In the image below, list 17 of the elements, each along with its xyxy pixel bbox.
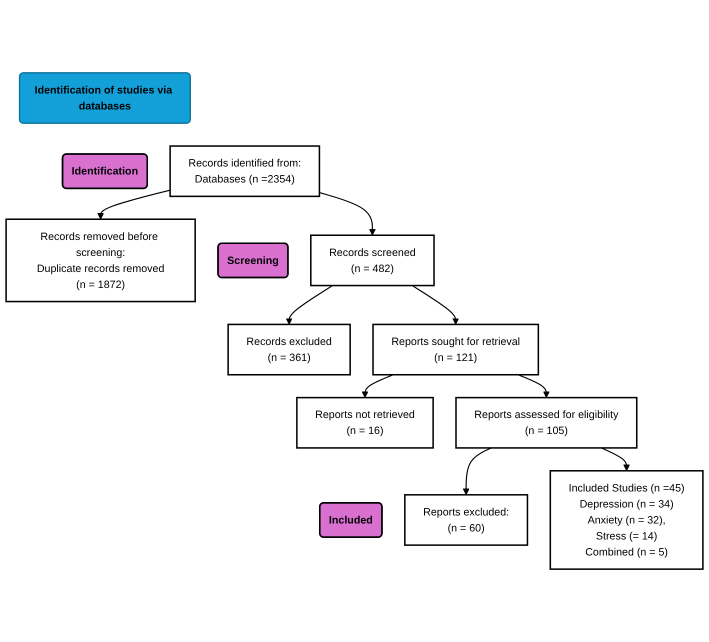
arrow xyxy=(362,374,394,398)
arrow xyxy=(286,285,333,325)
arrow xyxy=(462,447,492,496)
arrow xyxy=(518,374,550,398)
arrow xyxy=(412,285,460,325)
node-box: Records excluded (n = 361) xyxy=(227,324,351,376)
node-box: Records identified from: Databases (n =2354) xyxy=(169,145,320,198)
node-box: Reports not retrieved (n = 16) xyxy=(296,396,434,449)
arrow xyxy=(601,447,630,472)
arrow xyxy=(319,192,376,236)
node-box: Records removed before screening: Duplicate records removed (n = 1872) xyxy=(5,218,196,302)
node-box: Reports assessed for eligibility (n = 105) xyxy=(455,396,638,449)
node-box: Reports sought for retrieval (n = 121) xyxy=(372,324,540,376)
arrow xyxy=(97,190,170,220)
node-box: Included Studies (n =45) Depression (n = 34) Anxiety (n = 32), Stress (= 14) Combined (n = 5) xyxy=(550,470,704,570)
node-box: Reports excluded: (n = 60) xyxy=(404,494,528,546)
node-box: Records screened (n = 482) xyxy=(310,234,435,286)
